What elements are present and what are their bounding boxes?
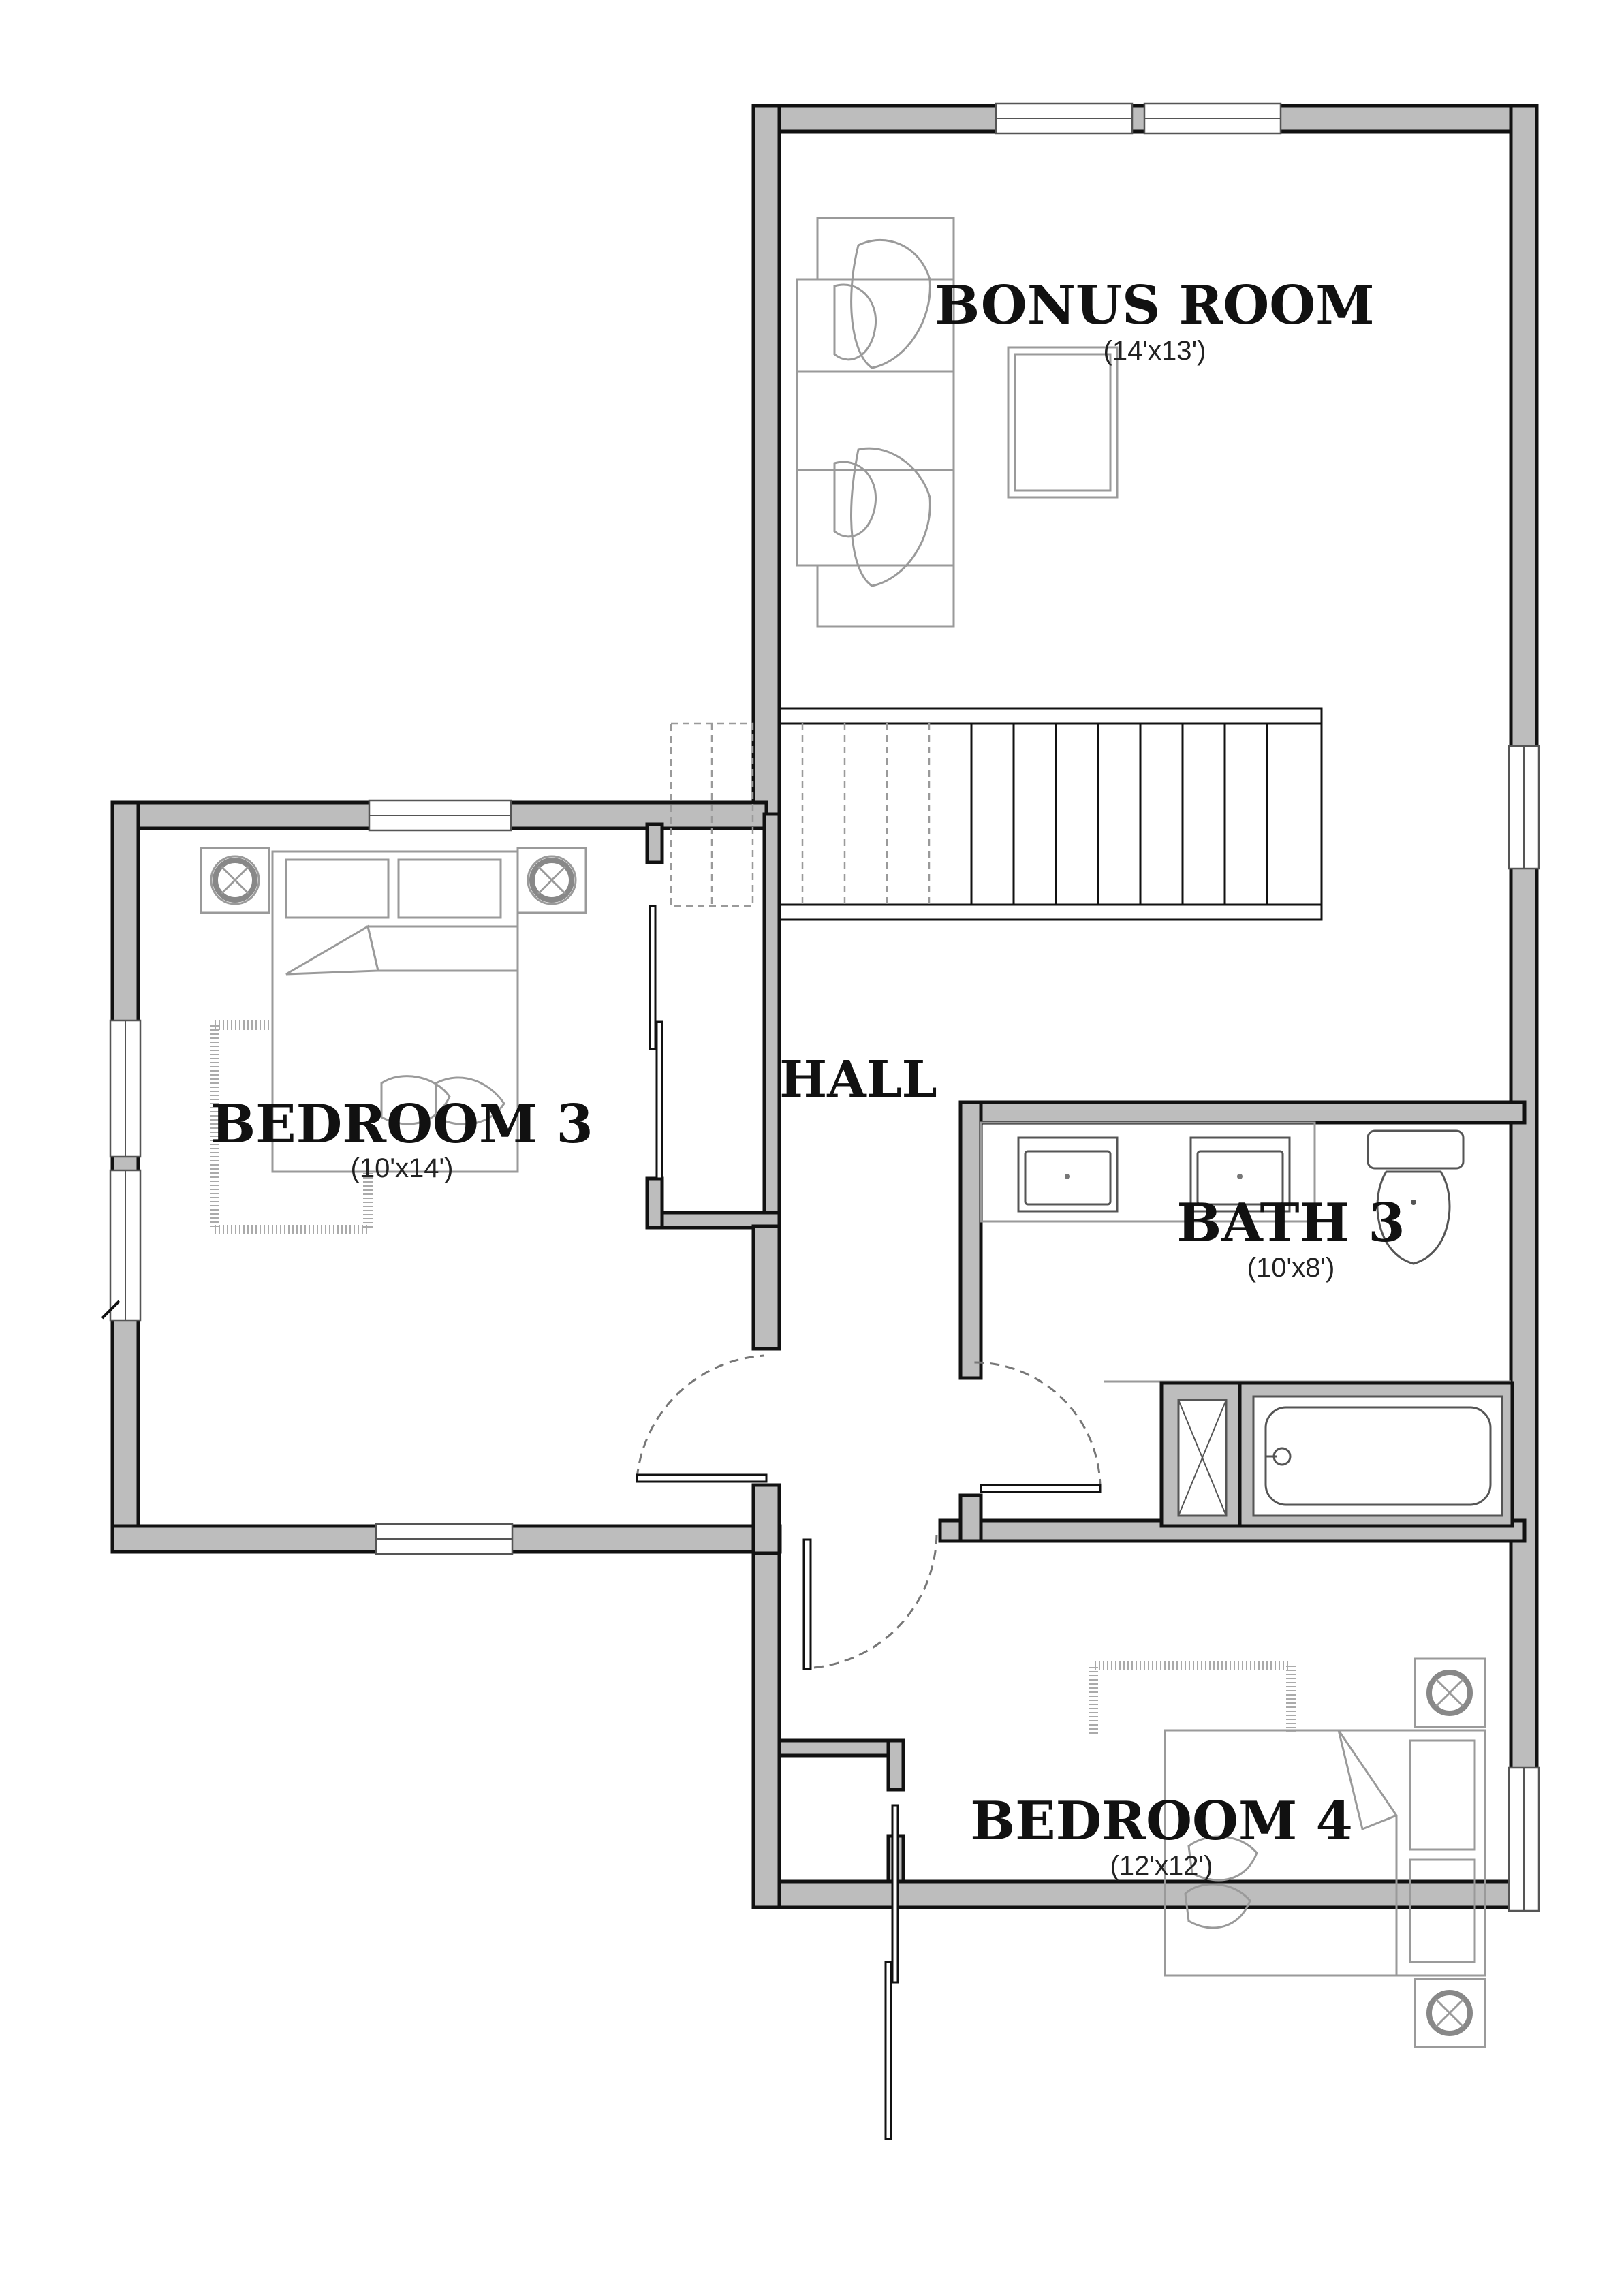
rug-bedroom-4 — [1089, 1661, 1296, 1734]
wall-bedroom-4-closet-stub — [886, 1738, 905, 1792]
bathtub — [1238, 1381, 1514, 1528]
door-bedroom-4[interactable] — [802, 1538, 812, 1670]
room-name-bonus-room: BONUS ROOM — [935, 275, 1374, 337]
room-dimensions-bath-3: (10'x8') — [1247, 1253, 1335, 1283]
room-name-bedroom-4: BEDROOM 4 — [970, 1790, 1353, 1852]
rug-bonus-room — [1007, 346, 1119, 499]
room-labels: BONUS ROOM (14'x13') BEDROOM 3 (10'x14')… — [210, 275, 1405, 1881]
nightstand-bottom — [1414, 1978, 1486, 2048]
wall-bedroom-3-closet-stub — [645, 822, 664, 864]
room-name-bath-3: BATH 3 — [1176, 1192, 1405, 1254]
bed-bedroom-4 — [1164, 1729, 1486, 1977]
nightstand-right — [516, 847, 587, 914]
sectional-sofa — [796, 217, 955, 628]
wall-east-upper — [1509, 104, 1539, 1909]
windows — [101, 102, 1540, 1912]
wall-west-lower — [751, 1531, 781, 1909]
closet-door-bedroom-4-lower[interactable] — [884, 1961, 892, 2140]
toilet — [1367, 1129, 1465, 1265]
room-dimensions-bedroom-4: (12'x12') — [1110, 1851, 1213, 1881]
nightstand-left — [200, 847, 270, 914]
wall-bedroom-4-closet-north — [777, 1738, 905, 1758]
bath-3-fixtures — [980, 1121, 1514, 1528]
wall-bedroom-3-closet-jamb — [645, 1176, 664, 1230]
bedroom-3-furniture — [200, 847, 587, 1234]
wall-bath-3-north — [958, 1100, 1527, 1125]
wall-hall-jamb-upper — [751, 1224, 781, 1351]
room-dimensions-bedroom-3: (10'x14') — [351, 1153, 454, 1183]
wall-south-right-wing — [751, 1879, 1539, 1909]
wall-west-bonus — [751, 104, 781, 816]
linen-cabinet — [1159, 1381, 1242, 1528]
room-name-bedroom-3: BEDROOM 3 — [210, 1093, 593, 1155]
wall-bath-3-jamb — [958, 1493, 983, 1543]
door-bedroom-3[interactable] — [636, 1473, 768, 1483]
stair-landing-dashed — [670, 722, 754, 907]
doors — [636, 905, 1102, 2140]
stair-treads — [801, 723, 1268, 905]
wall-bath-3-west — [958, 1100, 983, 1380]
vanity — [980, 1121, 1316, 1223]
closet-door-bedroom-4-upper[interactable] — [891, 1804, 899, 1984]
bonus-room-furniture — [796, 217, 1119, 628]
door-bath-3[interactable] — [980, 1484, 1102, 1493]
closet-door-bedroom-3-upper[interactable] — [649, 905, 657, 1050]
walls — [110, 104, 1539, 1909]
staircase — [670, 707, 1323, 921]
bed-bedroom-3 — [271, 850, 519, 1173]
closet-door-bedroom-3-lower[interactable] — [655, 1020, 663, 1180]
stair-outline — [779, 707, 1323, 921]
rug-bedroom-3 — [210, 1020, 373, 1234]
bedroom-4-furniture — [1089, 1657, 1486, 2048]
room-name-hall: HALL — [779, 1050, 937, 1109]
room-dimensions-bonus-room: (14'x13') — [1104, 336, 1206, 366]
nightstand-top — [1414, 1657, 1486, 1728]
wall-hall-jamb-left — [751, 1483, 781, 1555]
